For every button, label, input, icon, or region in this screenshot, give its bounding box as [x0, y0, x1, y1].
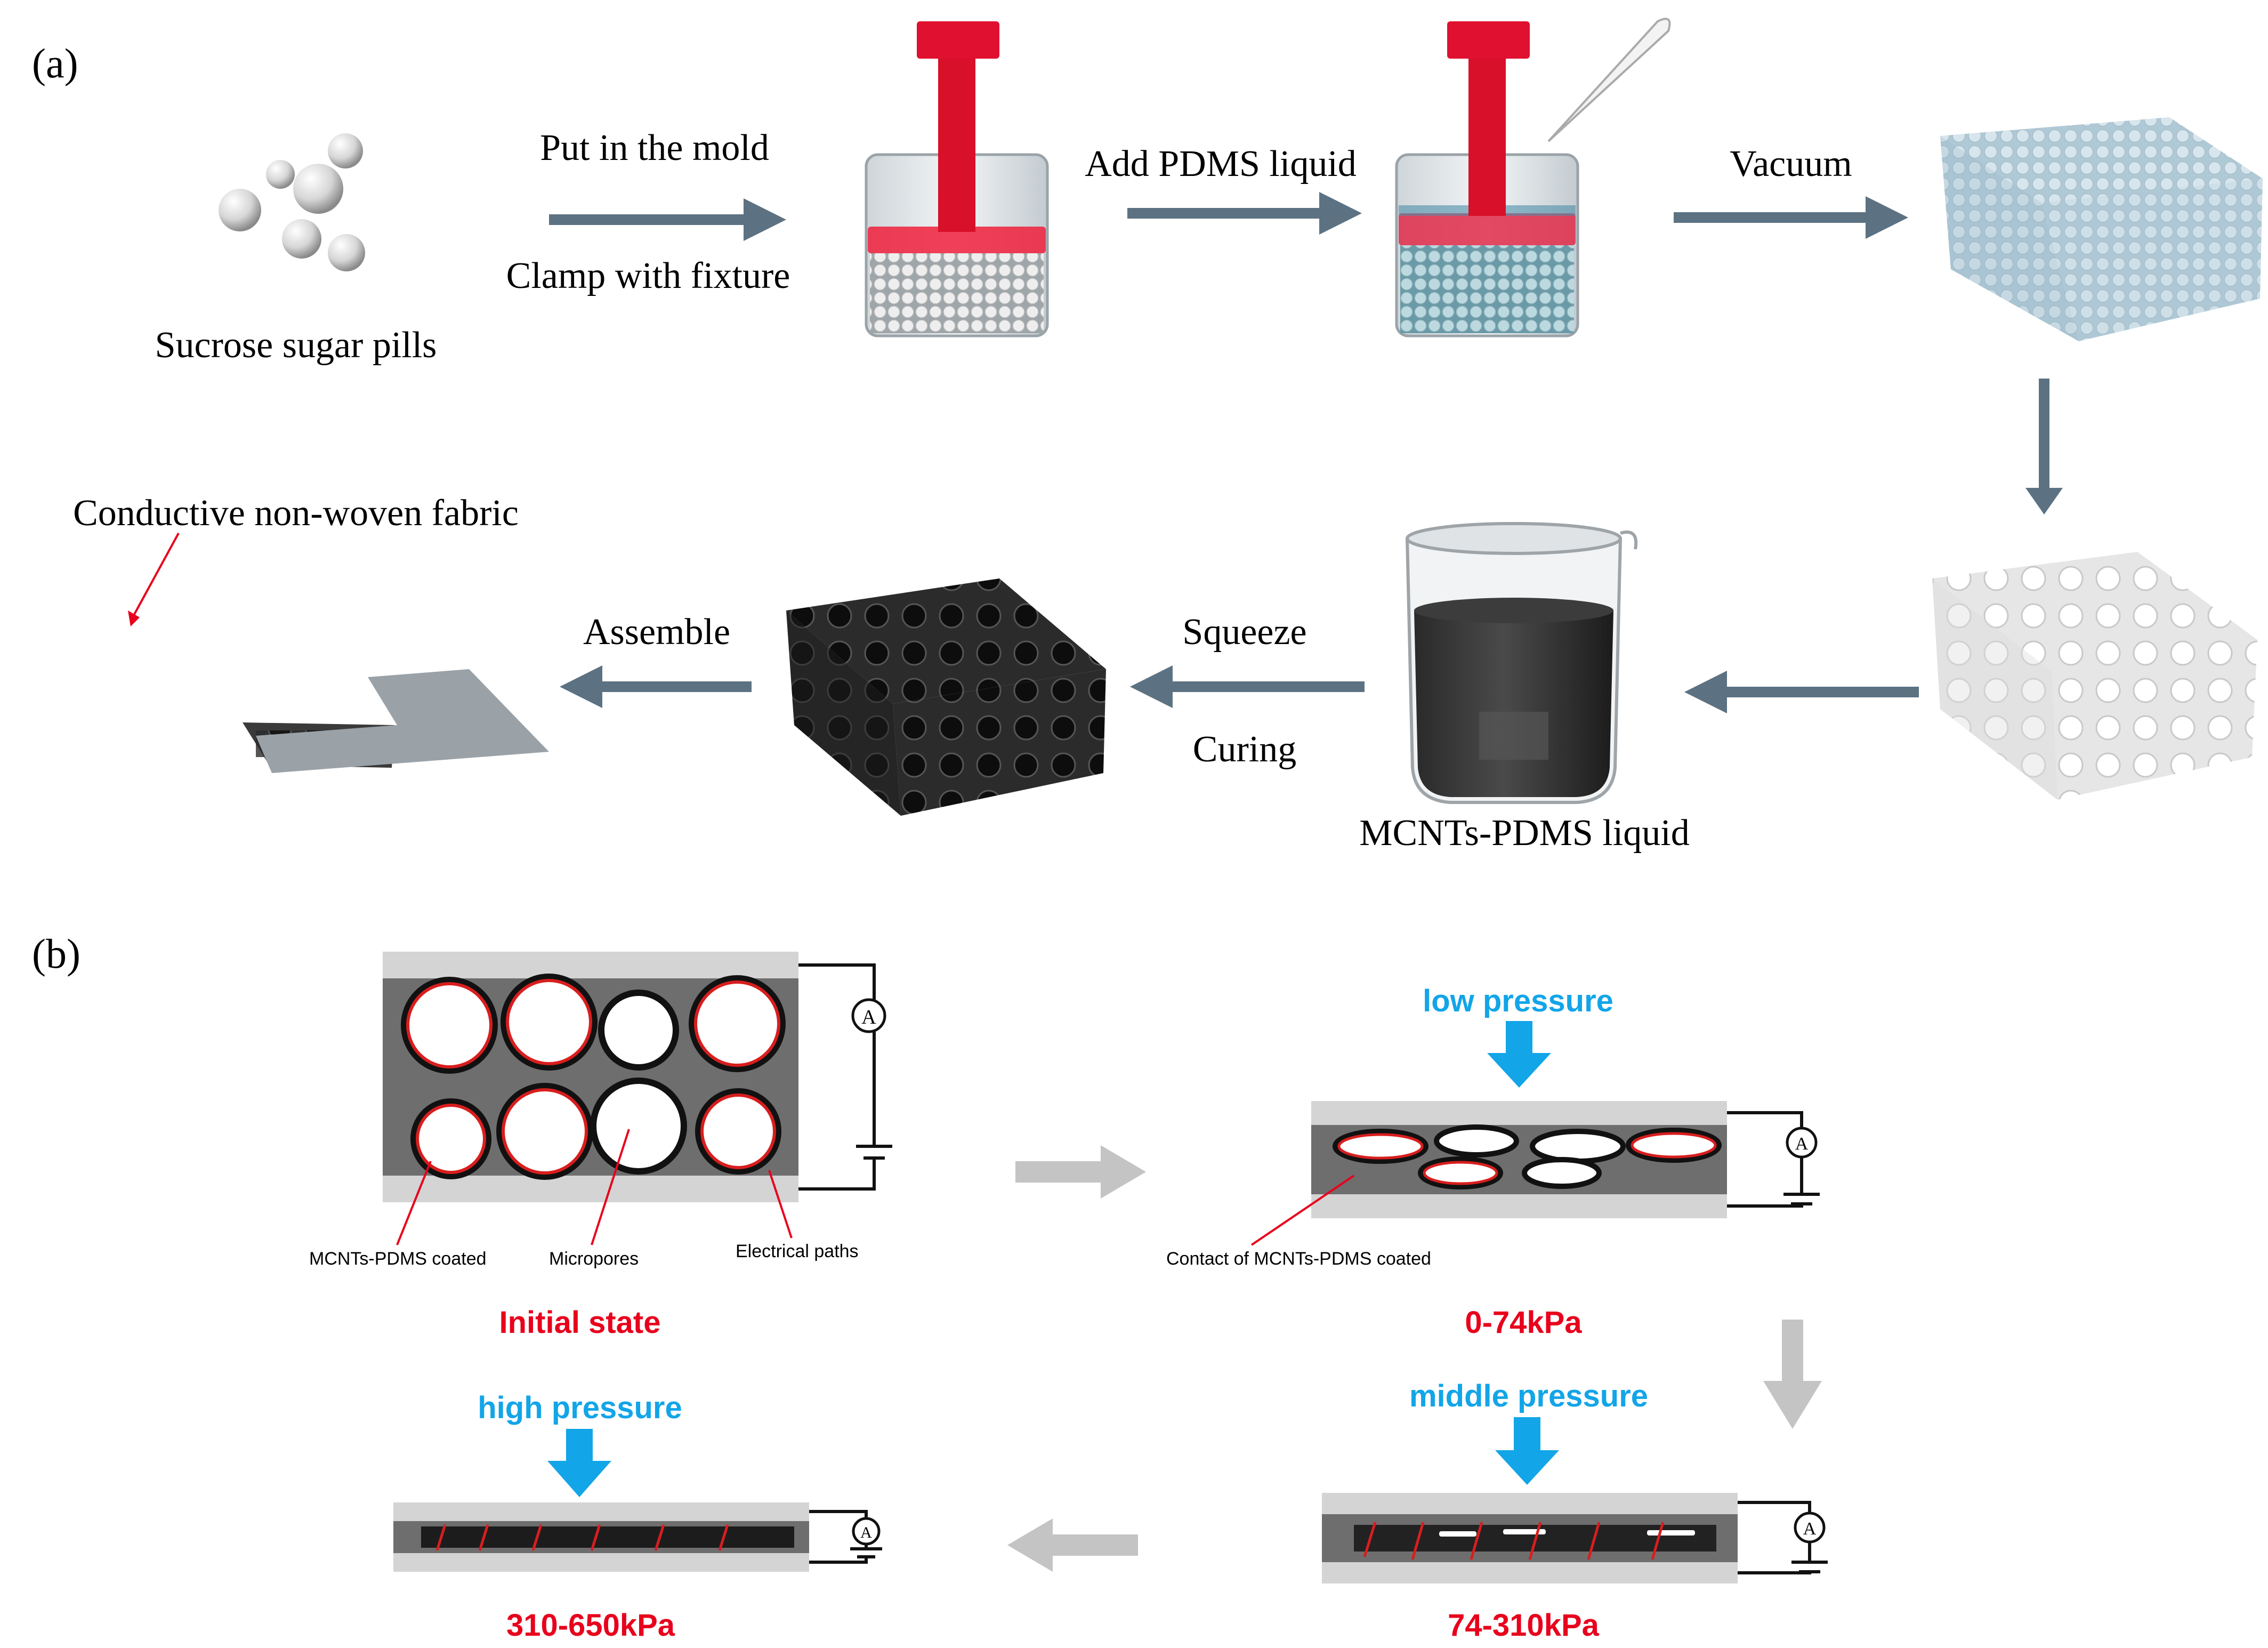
high-pressure-schematic: A [393, 1502, 882, 1572]
panel-a-label: (a) [32, 40, 78, 86]
fabric-caption: Conductive non-woven fabric [73, 493, 519, 534]
pointer-contact [1250, 1175, 1355, 1246]
middle-pressure-schematic: A [1322, 1493, 1828, 1583]
fabric-pointer [130, 533, 180, 622]
initial-state-schematic: A [383, 952, 892, 1202]
assemble-label: Assemble [583, 612, 730, 653]
arrow-down-dissolve [2025, 379, 2063, 515]
step1-bottom-label: Clamp with fixture [506, 255, 790, 296]
black-conductive-foam [786, 578, 1106, 816]
arrow-to-black-foam [1130, 665, 1365, 708]
arrow-step2 [1127, 192, 1362, 235]
step1-top-label: Put in the mold [540, 127, 769, 168]
low-pressure-schematic: A [1311, 1101, 1820, 1218]
low-pressure-label: low pressure [1423, 984, 1613, 1018]
high-pressure-label: high pressure [478, 1390, 682, 1425]
pointer-coated [396, 1161, 432, 1245]
electrical-paths [406, 979, 780, 1175]
callout-contact: Contact of MCNTs-PDMS coated [1166, 1249, 1431, 1269]
state-arrow-1 [1015, 1145, 1146, 1199]
sugar-pills [219, 133, 365, 271]
pointer-paths [768, 1170, 793, 1239]
ammeter-middle: A [1803, 1519, 1817, 1539]
callout-paths: Electrical paths [736, 1241, 859, 1261]
range-middle-label: 74-310kPa [1448, 1608, 1600, 1643]
beaker-caption: MCNTs-PDMS liquid [1359, 813, 1689, 854]
initial-state-label: Initial state [499, 1305, 661, 1340]
assembled-sensor [243, 669, 549, 773]
ammeter-high: A [860, 1524, 872, 1541]
low-pressure-arrow [1487, 1021, 1551, 1088]
panel-b-label: (b) [32, 930, 80, 977]
middle-pressure-label: middle pressure [1409, 1379, 1648, 1413]
white-porous-pdms [1932, 552, 2257, 800]
arrow-to-beaker [1684, 671, 1919, 713]
ammeter-low: A [1795, 1134, 1809, 1154]
middle-pressure-arrow [1495, 1417, 1559, 1485]
pointer-micropores [591, 1129, 630, 1245]
squeeze-label: Squeeze [1182, 612, 1306, 653]
range-high-label: 310-650kPa [506, 1608, 675, 1643]
fabric-pointer-head [128, 610, 140, 626]
ammeter-initial: A [861, 1006, 876, 1028]
step3-label: Vacuum [1730, 143, 1852, 184]
micropore-circles [401, 974, 786, 1180]
callout-coated: MCNTs-PDMS coated [309, 1249, 487, 1269]
arrow-step1 [549, 198, 786, 241]
step2-label: Add PDMS liquid [1085, 143, 1357, 184]
sugar-caption: Sucrose sugar pills [155, 325, 437, 366]
mcnts-pdms-beaker [1406, 522, 1638, 804]
curing-label: Curing [1193, 729, 1296, 770]
high-pressure-arrow [547, 1429, 611, 1497]
callout-micropores: Micropores [549, 1249, 639, 1269]
mold-with-sugar [865, 21, 1049, 337]
arrow-to-sensor [560, 665, 752, 708]
pdms-sugar-cube [1940, 117, 2263, 341]
state-arrow-3 [1007, 1518, 1138, 1572]
range-low-label: 0-74kPa [1465, 1305, 1582, 1340]
state-arrow-2 [1763, 1320, 1822, 1429]
mold-with-pdms [1395, 18, 1671, 337]
arrow-step3 [1674, 196, 1908, 239]
